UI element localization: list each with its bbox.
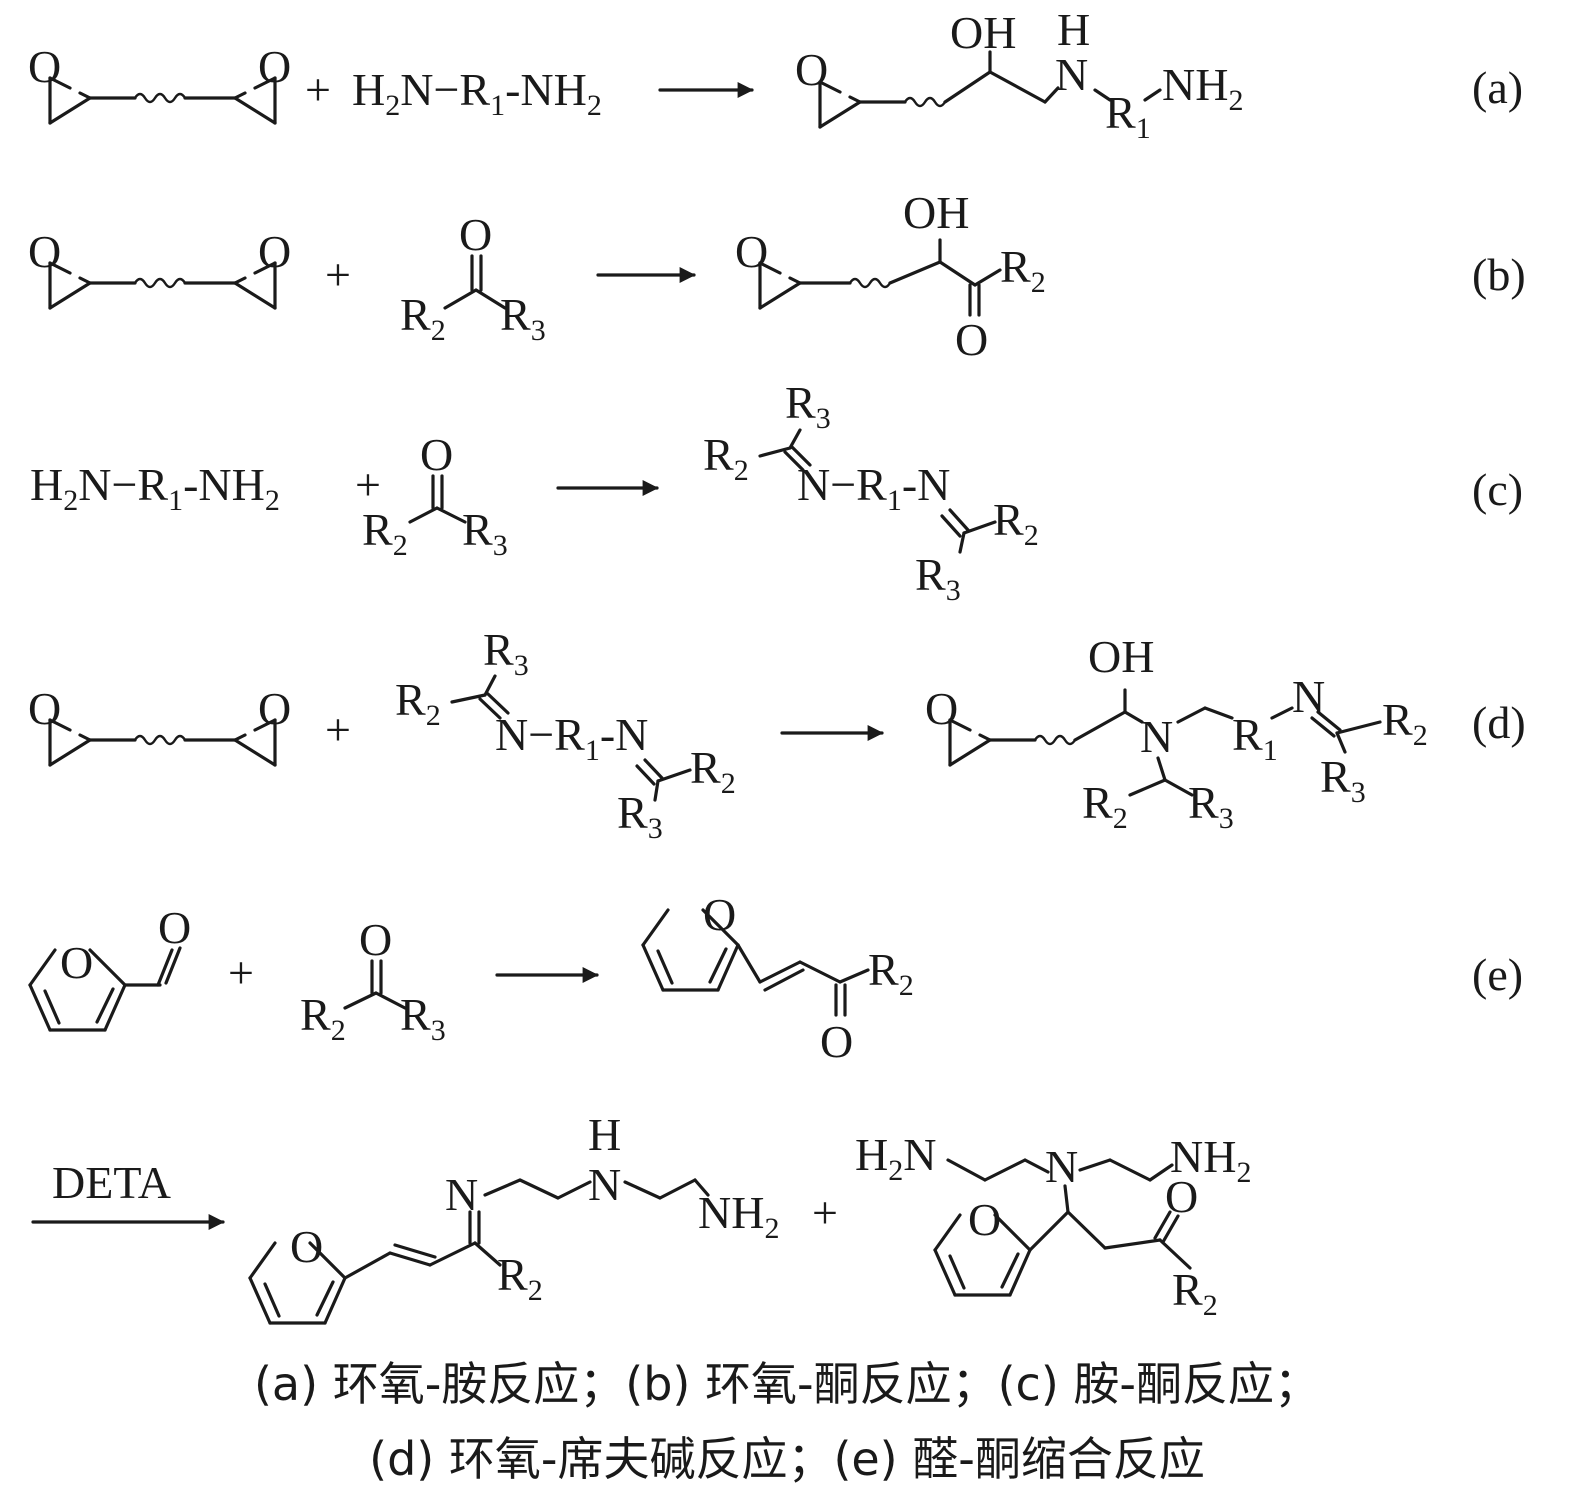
reaction-c: H2N−R1-NH2 + O R2 R3 R3 R2 N−R1-N R2 R3 — [30, 377, 1523, 607]
svg-text:N: N — [1055, 49, 1088, 100]
diepoxide-reactant: O O — [28, 41, 291, 125]
reaction-tag: (a) — [1472, 62, 1523, 113]
svg-text:O: O — [420, 429, 453, 480]
svg-text:N: N — [445, 1169, 478, 1220]
svg-text:O: O — [28, 226, 61, 277]
svg-text:R2: R2 — [1172, 1264, 1218, 1322]
svg-text:R2: R2 — [1082, 777, 1128, 835]
svg-text:O: O — [158, 902, 191, 953]
svg-text:R3: R3 — [483, 624, 529, 682]
svg-text:R3: R3 — [462, 504, 508, 562]
svg-text:O: O — [60, 937, 93, 988]
svg-text:+: + — [812, 1187, 838, 1238]
reaction-tag: (c) — [1472, 464, 1523, 515]
svg-text:O: O — [795, 44, 828, 95]
svg-text:N: N — [1140, 711, 1173, 762]
svg-text:R2: R2 — [703, 429, 749, 487]
diamine-reagent: H2N−R1-NH2 — [30, 459, 280, 517]
imine-product: O R2 N N H NH2 — [248, 1109, 779, 1325]
svg-text:R2: R2 — [362, 504, 408, 562]
svg-text:O: O — [1165, 1171, 1198, 1222]
product-a: O OH N H R1 NH2 — [795, 4, 1243, 145]
svg-text:R2: R2 — [400, 289, 446, 347]
reaction-e: O O + O R2 R3 O R2 O — [28, 889, 1523, 1067]
svg-text:OH: OH — [950, 7, 1016, 58]
svg-text:O: O — [703, 889, 736, 940]
svg-text:H: H — [1057, 4, 1090, 55]
svg-text:N−R1-N: N−R1-N — [495, 709, 648, 767]
svg-text:O: O — [28, 683, 61, 734]
svg-text:R2: R2 — [395, 674, 441, 732]
product-d: O OH N R1 N R2 R3 R2 R3 — [925, 631, 1428, 835]
svg-text:N−R1-N: N−R1-N — [797, 459, 950, 517]
svg-text:NH2: NH2 — [1162, 59, 1243, 117]
svg-text:O: O — [968, 1194, 1001, 1245]
figure-caption: (a) 环氧-胺反应；(b) 环氧-酮反应；(c) 胺-酮反应； (d) 环氧-… — [254, 1357, 1320, 1486]
diamine-reagent: H2N−R1-NH2 — [352, 64, 602, 122]
svg-text:O: O — [258, 41, 291, 92]
svg-text:H: H — [588, 1109, 621, 1160]
arrow-label: DETA — [52, 1157, 171, 1208]
svg-text:+: + — [305, 64, 331, 115]
svg-text:O: O — [258, 683, 291, 734]
svg-text:+: + — [325, 249, 351, 300]
svg-text:R3: R3 — [400, 989, 446, 1047]
svg-text:O: O — [735, 226, 768, 277]
svg-text:O: O — [820, 1016, 853, 1067]
svg-text:+: + — [325, 704, 351, 755]
ketone-reactant: O R2 R3 — [400, 209, 546, 347]
svg-text:R2: R2 — [497, 1249, 543, 1307]
svg-text:H2N: H2N — [855, 1129, 936, 1187]
svg-text:+: + — [355, 459, 381, 510]
svg-text:NH2: NH2 — [698, 1187, 779, 1245]
svg-text:OH: OH — [903, 187, 969, 238]
svg-text:R2: R2 — [868, 944, 914, 1002]
svg-text:R2: R2 — [690, 742, 736, 800]
reaction-tag: (b) — [1472, 249, 1526, 300]
svg-text:N: N — [588, 1159, 621, 1210]
svg-text:R3: R3 — [1188, 777, 1234, 835]
reaction-a: O O + H2N−R1-NH2 O OH N H R1 NH2 (a — [28, 4, 1523, 145]
diepoxide-reactant: O O — [28, 226, 291, 310]
product-c: R3 R2 N−R1-N R2 R3 — [703, 377, 1039, 607]
svg-text:+: + — [228, 947, 254, 998]
caption-line-2: (d) 环氧-席夫碱反应；(e) 醛-酮缩合反应 — [369, 1432, 1205, 1486]
svg-text:R2: R2 — [1382, 694, 1428, 752]
svg-text:R3: R3 — [915, 549, 961, 607]
svg-text:R2: R2 — [993, 494, 1039, 552]
reaction-d: O O + R3 R2 N−R1-N R2 R3 O — [28, 624, 1526, 845]
product-e: O R2 O — [641, 889, 914, 1067]
ketone-reactant: O R2 R3 — [300, 914, 446, 1047]
caption-line-1: (a) 环氧-胺反应；(b) 环氧-酮反应；(c) 胺-酮反应； — [254, 1357, 1320, 1411]
svg-text:N: N — [1045, 1141, 1078, 1192]
product-b: O OH R2 O — [735, 187, 1046, 365]
svg-text:R1: R1 — [1105, 87, 1151, 145]
diepoxide-reactant: O O — [28, 683, 291, 767]
svg-text:O: O — [258, 226, 291, 277]
svg-text:O: O — [28, 41, 61, 92]
reaction-tag: (d) — [1472, 697, 1526, 748]
svg-text:O: O — [955, 314, 988, 365]
reaction-tag: (e) — [1472, 949, 1523, 1000]
furfural-reactant: O O — [28, 902, 191, 1032]
michael-adduct-product: H2N N NH2 O O R2 — [855, 1129, 1251, 1322]
svg-text:O: O — [459, 209, 492, 260]
svg-text:R3: R3 — [1320, 751, 1366, 809]
reaction-b: O O + O R2 R3 O OH R2 — [28, 187, 1526, 365]
reaction-deta: DETA O R2 N N H NH2 + H2N — [31, 1109, 1251, 1325]
svg-text:OH: OH — [1088, 631, 1154, 682]
svg-text:O: O — [359, 914, 392, 965]
schiff-base-reactant: R3 R2 N−R1-N R2 R3 — [395, 624, 736, 845]
svg-text:R2: R2 — [300, 989, 346, 1047]
svg-text:R3: R3 — [785, 377, 831, 435]
svg-text:R3: R3 — [500, 289, 546, 347]
svg-text:O: O — [925, 683, 958, 734]
ketone-reactant: O R2 R3 — [362, 429, 508, 562]
svg-text:R2: R2 — [1000, 241, 1046, 299]
svg-text:O: O — [290, 1221, 323, 1272]
